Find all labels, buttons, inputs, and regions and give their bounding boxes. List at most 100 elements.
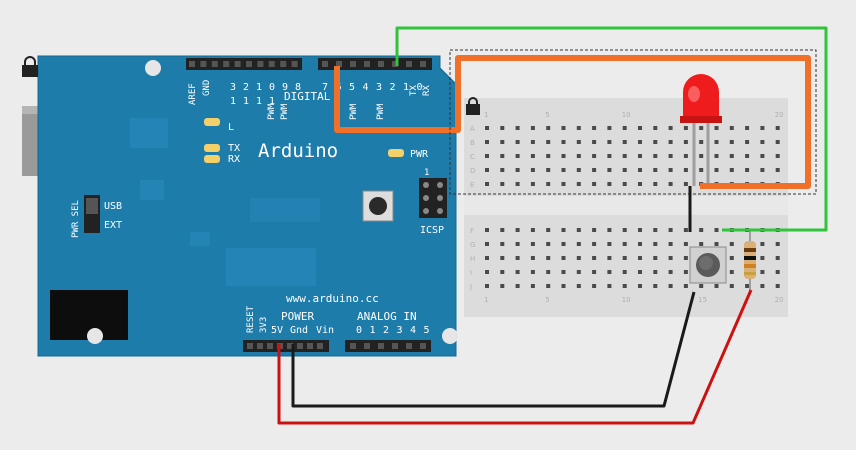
breadboard-hole bbox=[515, 168, 520, 172]
pin-3v3-label: 3V3 bbox=[259, 317, 269, 333]
breadboard-hole bbox=[530, 168, 535, 172]
breadboard-hole bbox=[515, 270, 520, 274]
breadboard-hole bbox=[607, 126, 612, 130]
breadboard-hole bbox=[714, 284, 719, 288]
digital-pin-number: 0 bbox=[269, 82, 275, 93]
wire-orange bbox=[334, 55, 811, 189]
analog-pin-number: 2 bbox=[383, 325, 389, 336]
breadboard-hole bbox=[638, 182, 642, 186]
pwm-label: PWM bbox=[280, 103, 290, 120]
digital-pin-number: 5 bbox=[349, 82, 355, 93]
led-body bbox=[683, 74, 719, 118]
breadboard-hole bbox=[561, 256, 566, 260]
breadboard-hole bbox=[745, 126, 750, 130]
breadboard-hole bbox=[622, 154, 627, 158]
breadboard-hole bbox=[729, 284, 734, 288]
pwr-sel-label: PWR SEL bbox=[71, 200, 81, 238]
breadboard-hole bbox=[668, 182, 673, 186]
digital-pin-number: 9 bbox=[282, 82, 288, 93]
analog-pin-number: 5 bbox=[424, 325, 430, 336]
breadboard-hole bbox=[668, 256, 673, 260]
breadboard-hole bbox=[561, 242, 566, 246]
breadboard-hole bbox=[515, 126, 520, 130]
breadboard-hole bbox=[546, 270, 551, 274]
lock-icon bbox=[466, 97, 480, 115]
breadboard-hole bbox=[546, 140, 551, 144]
breadboard-hole bbox=[561, 168, 566, 172]
digital-pin-number: 7 bbox=[322, 82, 328, 93]
breadboard-hole bbox=[546, 242, 551, 246]
digital-pin-number: 1 bbox=[256, 82, 262, 93]
breadboard-hole bbox=[683, 256, 688, 260]
digital-pin-number: 2 bbox=[390, 82, 396, 93]
breadboard-hole bbox=[714, 242, 719, 246]
breadboard-hole bbox=[485, 182, 489, 186]
breadboard-hole bbox=[638, 242, 642, 246]
breadboard-hole bbox=[607, 154, 612, 158]
breadboard-hole bbox=[638, 140, 642, 144]
breadboard-col-label: 10 bbox=[622, 296, 631, 304]
usb-label: USB bbox=[104, 201, 122, 212]
breadboard-hole bbox=[729, 140, 734, 144]
breadboard-hole bbox=[668, 284, 673, 288]
breadboard-hole bbox=[622, 270, 627, 274]
breadboard-hole bbox=[592, 140, 597, 144]
breadboard-hole bbox=[638, 168, 642, 172]
breadboard-hole bbox=[561, 126, 566, 130]
breadboard-hole bbox=[775, 140, 780, 144]
breadboard-hole bbox=[668, 126, 673, 130]
selection-outline bbox=[449, 49, 817, 195]
breadboard-hole bbox=[699, 284, 704, 288]
breadboard-hole bbox=[530, 256, 535, 260]
breadboard-hole bbox=[592, 126, 597, 130]
breadboard-hole bbox=[760, 168, 765, 172]
aref-label: AREF bbox=[188, 83, 198, 105]
breadboard-hole bbox=[607, 140, 612, 144]
breadboard-hole bbox=[561, 270, 566, 274]
reset-label: RESET bbox=[246, 305, 256, 333]
breadboard-hole bbox=[592, 242, 597, 246]
breadboard-hole bbox=[607, 242, 612, 246]
breadboard-hole bbox=[745, 168, 750, 172]
digital-pin-number: 1 bbox=[256, 96, 262, 107]
digital-pin-number: 1 bbox=[403, 82, 409, 93]
breadboard-hole bbox=[638, 270, 642, 274]
breadboard-hole bbox=[745, 154, 750, 158]
breadboard-hole bbox=[576, 126, 581, 130]
breadboard-hole bbox=[699, 242, 704, 246]
breadboard-hole bbox=[683, 182, 688, 186]
breadboard-hole bbox=[561, 182, 566, 186]
breadboard-hole bbox=[699, 140, 704, 144]
breadboard-hole bbox=[729, 126, 734, 130]
breadboard-hole bbox=[760, 242, 765, 246]
breadboard-hole bbox=[714, 126, 719, 130]
led bbox=[680, 74, 722, 186]
breadboard-hole bbox=[515, 242, 520, 246]
analog-header bbox=[345, 340, 431, 352]
digital-pin-number: 1 bbox=[269, 96, 275, 107]
breadboard-hole bbox=[561, 284, 566, 288]
breadboard-hole bbox=[500, 126, 505, 130]
breadboard-hole bbox=[775, 270, 780, 274]
breadboard-holes: ABCDEFGHIJ1155101015152020 bbox=[469, 111, 784, 304]
analog-pin-number: 4 bbox=[410, 325, 416, 336]
breadboard-hole bbox=[515, 284, 520, 288]
breadboard-row-label: B bbox=[470, 139, 475, 147]
breadboard-hole bbox=[530, 228, 535, 232]
pwr-led-label: PWR bbox=[410, 149, 429, 160]
breadboard-hole bbox=[683, 126, 688, 130]
breadboard-hole bbox=[668, 270, 673, 274]
breadboard-row-label: F bbox=[470, 227, 474, 235]
led-tx-label: TX bbox=[228, 143, 240, 154]
breadboard-hole bbox=[699, 228, 704, 232]
rx-pin-label: RX bbox=[422, 85, 432, 96]
breadboard-hole bbox=[683, 242, 688, 246]
breadboard-hole bbox=[653, 126, 658, 130]
pwm-label: PWM bbox=[349, 103, 359, 120]
breadboard-hole bbox=[668, 168, 673, 172]
breadboard-hole bbox=[515, 182, 520, 186]
breadboard-hole bbox=[592, 154, 597, 158]
gnd-label: GND bbox=[202, 80, 212, 96]
breadboard-hole bbox=[683, 154, 688, 158]
breadboard-hole bbox=[607, 270, 612, 274]
